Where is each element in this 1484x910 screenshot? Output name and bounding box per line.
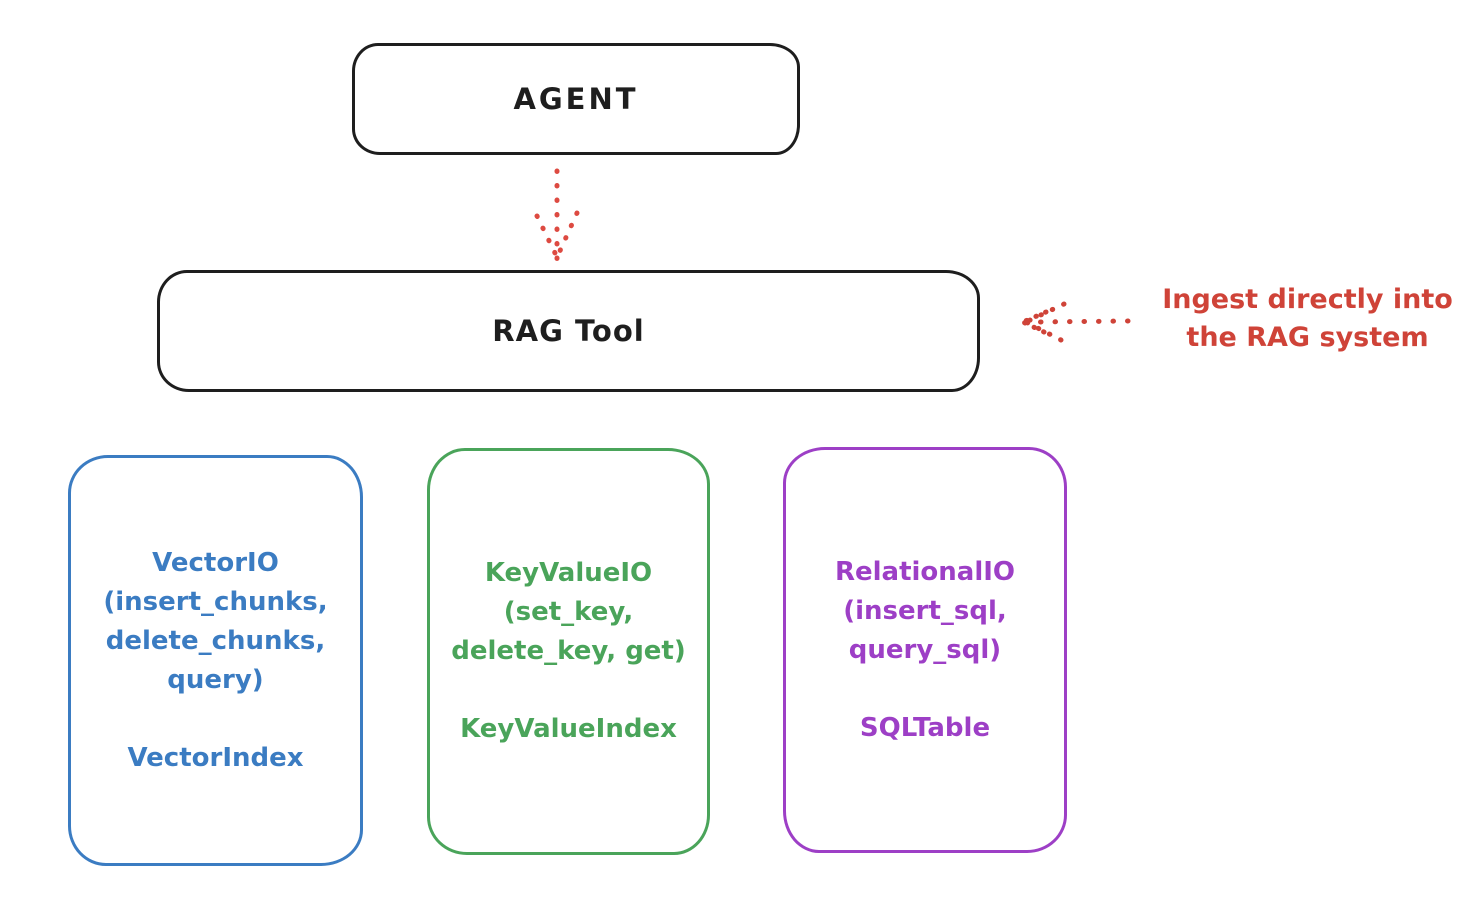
keyvalue-io-line: (set_key, — [503, 597, 634, 627]
keyvalue-io-node: KeyValueIO (set_key, delete_key, get) Ke… — [427, 448, 710, 855]
agent-node: AGENT — [352, 43, 800, 155]
keyvalue-io-line: KeyValueIO — [484, 558, 653, 588]
ingest-annotation-line1: Ingest directly into — [1162, 284, 1453, 315]
relational-io-description: RelationalIO (insert_sql, query_sql) SQL… — [835, 553, 1015, 748]
vector-index-label: VectorIndex — [127, 742, 304, 773]
ingest-annotation: Ingest directly into the RAG system — [1135, 281, 1480, 357]
relational-io-line: RelationalIO — [834, 556, 1016, 587]
vector-io-line: query) — [167, 664, 264, 695]
relational-io-line: (insert_sql, — [843, 595, 1007, 626]
vector-io-node: VectorIO (insert_chunks, delete_chunks, … — [68, 455, 363, 866]
keyvalue-io-description: KeyValueIO (set_key, delete_key, get) Ke… — [451, 554, 686, 749]
rag-tool-node-label: RAG Tool — [492, 314, 645, 348]
vector-io-line: (insert_chunks, — [103, 586, 328, 617]
vector-io-line: delete_chunks, — [105, 625, 326, 656]
vector-io-description: VectorIO (insert_chunks, delete_chunks, … — [103, 544, 327, 778]
agent-to-rag-arrow — [534, 168, 580, 261]
ingest-arrow — [1020, 301, 1131, 343]
keyvalue-io-line: delete_key, get) — [451, 636, 686, 666]
keyvalue-index-label: KeyValueIndex — [460, 714, 677, 744]
relational-io-line: query_sql) — [848, 634, 1002, 665]
sql-table-label: SQLTable — [859, 712, 991, 743]
rag-tool-node: RAG Tool — [157, 270, 980, 392]
relational-io-node: RelationalIO (insert_sql, query_sql) SQL… — [783, 447, 1067, 853]
ingest-annotation-line2: the RAG system — [1186, 322, 1429, 353]
vector-io-line: VectorIO — [152, 547, 279, 578]
agent-node-label: AGENT — [513, 82, 639, 116]
